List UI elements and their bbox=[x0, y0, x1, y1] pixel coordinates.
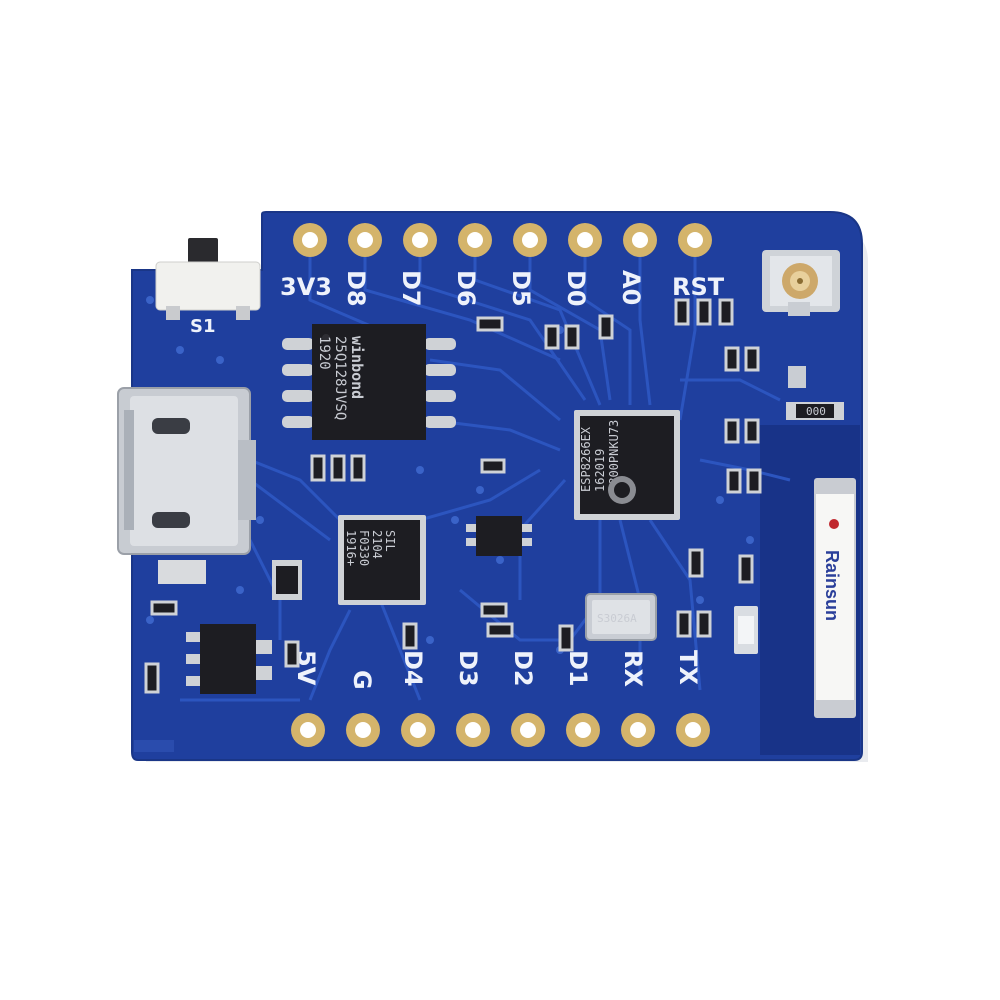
usb-chip-line-2: 2104 bbox=[370, 530, 384, 559]
pin-label-d6: D6 bbox=[452, 270, 480, 307]
usb-chip-line-4: 1916+ bbox=[344, 530, 358, 566]
esp-chip-line-3: U800PNKU73 bbox=[607, 420, 621, 492]
crystal-oscillator: S3026A bbox=[585, 593, 657, 641]
pin-label-d1: D1 bbox=[564, 650, 592, 687]
pad-d5 bbox=[513, 223, 547, 257]
pin-label-d2: D2 bbox=[509, 650, 537, 687]
small-transistor bbox=[466, 516, 532, 556]
pad-g bbox=[346, 713, 380, 747]
switch-label: S1 bbox=[190, 316, 216, 337]
antenna-brand: Rainsun bbox=[822, 550, 842, 621]
pad-tx bbox=[676, 713, 710, 747]
flash-chip: winbond 25Q128JVSQ 1920 bbox=[282, 324, 456, 440]
pad-d3 bbox=[456, 713, 490, 747]
bottom-pin-labels: 5V G D4 D3 D2 D1 RX TX bbox=[292, 650, 702, 690]
pad-d7 bbox=[403, 223, 437, 257]
flash-chip-part: 25Q128JVSQ bbox=[332, 336, 348, 420]
pad-d6 bbox=[458, 223, 492, 257]
pin-label-rst: RST bbox=[672, 273, 725, 301]
pin-label-g: G bbox=[348, 670, 376, 690]
pad-d4 bbox=[401, 713, 435, 747]
top-pin-labels: 3V3 D8 D7 D6 D5 D0 A0 RST bbox=[280, 270, 725, 307]
edge-accent bbox=[134, 740, 174, 752]
pin-label-3v3: 3V3 bbox=[280, 273, 332, 301]
flash-chip-date: 1920 bbox=[316, 336, 332, 370]
esp8266-chip: ESP8266EX 162019 U800PNKU73 bbox=[574, 410, 680, 520]
pin-label-tx: TX bbox=[674, 650, 702, 685]
flash-chip-brand: winbond bbox=[348, 336, 366, 399]
pin-label-rx: RX bbox=[619, 650, 647, 687]
pad-rst bbox=[678, 223, 712, 257]
pad-d2 bbox=[511, 713, 545, 747]
pad-a0 bbox=[623, 223, 657, 257]
crystal-label: S3026A bbox=[597, 612, 637, 625]
esp-chip-line-1: ESP8266EX bbox=[579, 426, 593, 492]
micro-usb-connector bbox=[117, 387, 256, 584]
smd-resistor: 000 bbox=[786, 402, 844, 420]
reset-switch: S1 bbox=[155, 238, 261, 337]
bottom-header-pads bbox=[291, 713, 710, 747]
pad-3v3 bbox=[293, 223, 327, 257]
pad-d1 bbox=[566, 713, 600, 747]
pin-label-d7: D7 bbox=[397, 270, 425, 307]
antenna-connector bbox=[762, 250, 840, 388]
resistor-code: 000 bbox=[806, 405, 826, 418]
smd-passives bbox=[144, 298, 762, 694]
pin-label-d0: D0 bbox=[562, 270, 590, 307]
pad-rx bbox=[621, 713, 655, 747]
usb-serial-chip: SIL 2104 F0330 1916+ bbox=[338, 515, 426, 605]
antenna-dot-icon bbox=[829, 519, 839, 529]
esp-chip-line-2: 162019 bbox=[593, 449, 607, 492]
pin-label-a0: A0 bbox=[617, 270, 645, 305]
usb-chip-line-3: F0330 bbox=[357, 530, 371, 566]
top-header-pads bbox=[293, 223, 712, 257]
pin-label-d3: D3 bbox=[454, 650, 482, 687]
pin-label-d8: D8 bbox=[342, 270, 370, 307]
status-led bbox=[734, 606, 758, 654]
usb-chip-line-1: SIL bbox=[383, 530, 397, 552]
pad-5v bbox=[291, 713, 325, 747]
pad-d8 bbox=[348, 223, 382, 257]
pin-label-d5: D5 bbox=[507, 270, 535, 307]
ceramic-antenna: Rainsun bbox=[814, 478, 856, 718]
diode bbox=[272, 560, 302, 600]
pin-label-d4: D4 bbox=[399, 650, 427, 687]
pad-d0 bbox=[568, 223, 602, 257]
voltage-regulator bbox=[186, 624, 272, 694]
